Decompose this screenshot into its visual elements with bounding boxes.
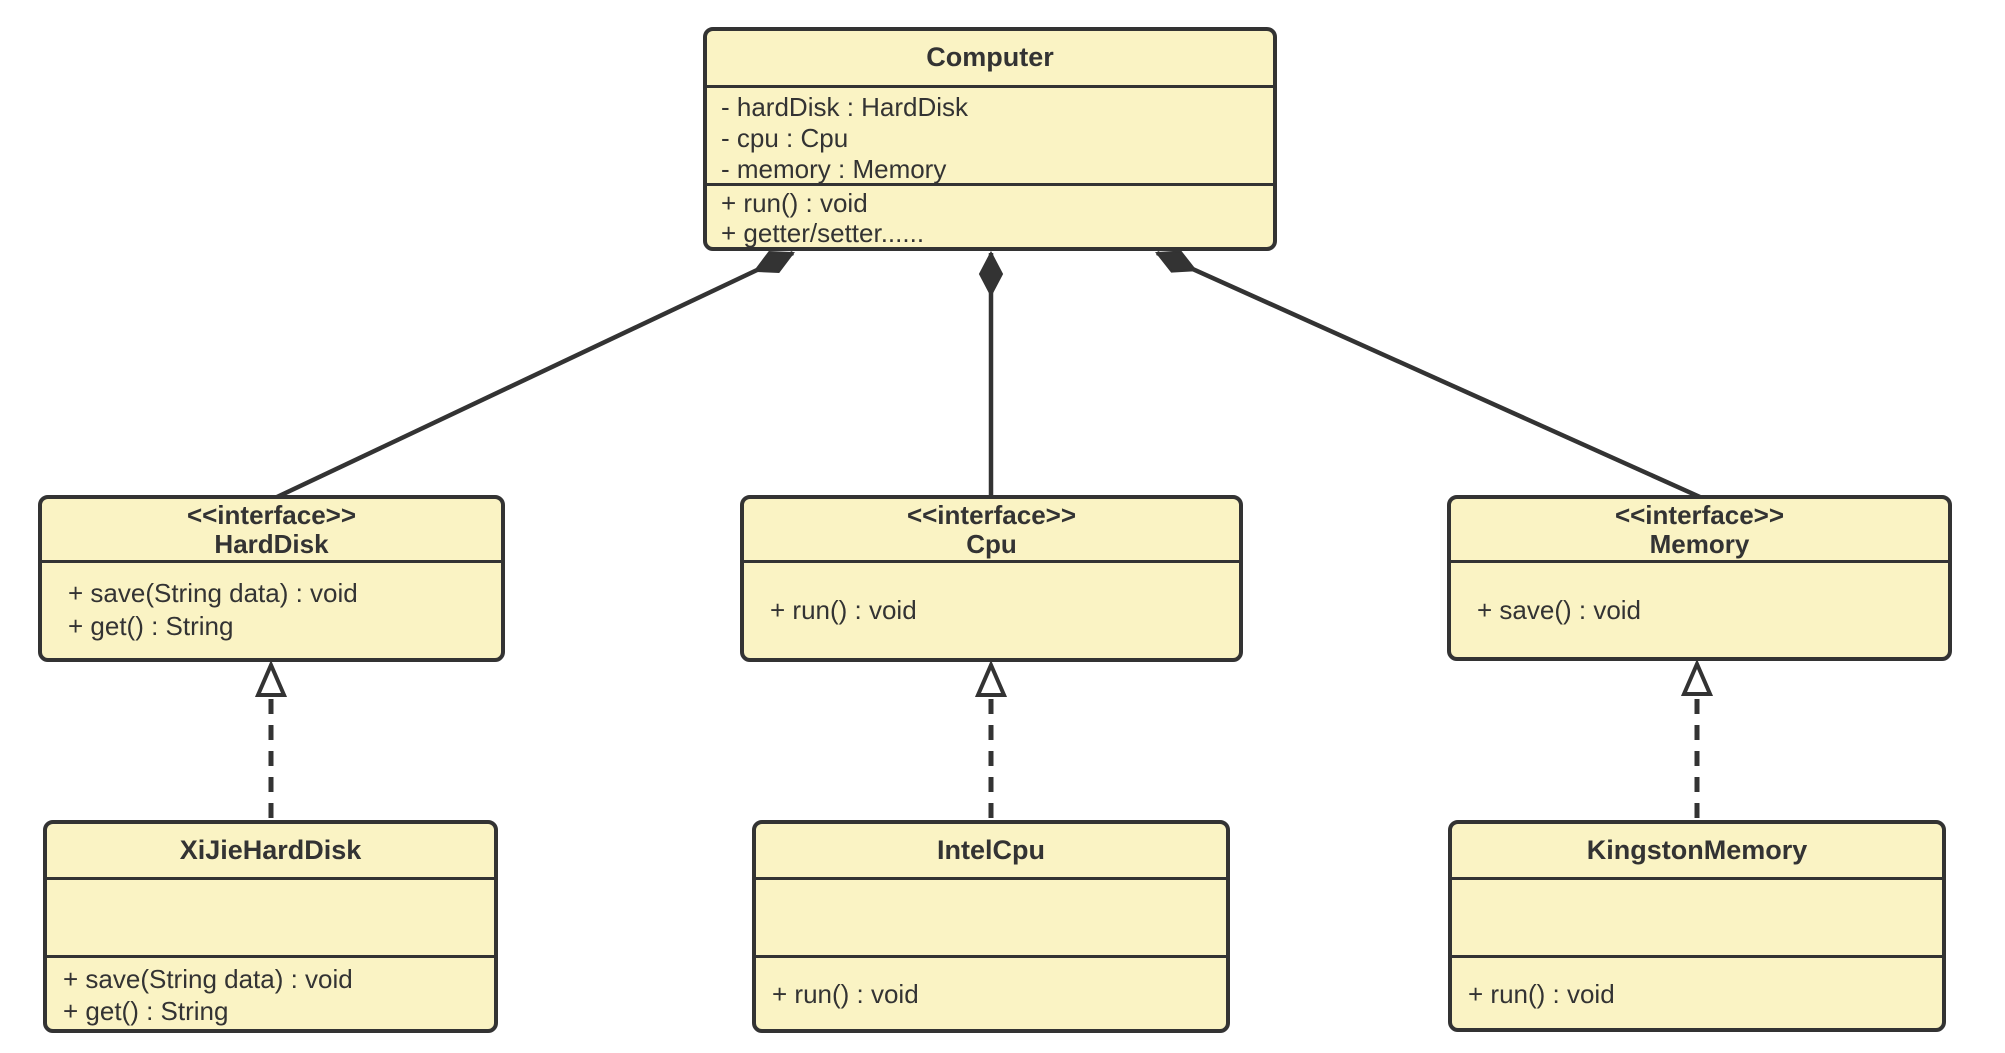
- stereotype-label: <<interface>>: [906, 500, 1077, 530]
- method-line: + save(String data) : void: [68, 578, 358, 608]
- class-name-computer: Computer: [707, 31, 1273, 88]
- method-line: + getter/setter......: [721, 218, 925, 248]
- interface-title-harddisk: <<interface>> HardDisk: [42, 499, 501, 563]
- fields-section-xijieharddisk: [47, 880, 494, 958]
- interface-box-memory: <<interface>> Memory + save() : void: [1447, 495, 1952, 661]
- interface-title-memory: <<interface>> Memory: [1451, 499, 1948, 563]
- method-line: + get() : String: [63, 996, 229, 1026]
- field-line: - memory : Memory: [721, 154, 947, 184]
- class-box-kingstonmemory: KingstonMemory + run() : void: [1448, 820, 1946, 1032]
- class-name-xijieharddisk: XiJieHardDisk: [47, 824, 494, 880]
- method-line: + save(String data) : void: [63, 964, 353, 994]
- method-line: + get() : String: [68, 611, 234, 641]
- method-line: + run() : void: [721, 188, 868, 218]
- methods-section-intelcpu: + run() : void: [756, 958, 1226, 1010]
- methods-section-computer: + run() : void + getter/setter......: [707, 186, 1273, 247]
- methods-section-cpu: + run() : void: [744, 563, 1239, 627]
- methods-section-xijieharddisk: + save(String data) : void + get() : Str…: [47, 958, 494, 1027]
- class-name-intelcpu: IntelCpu: [756, 824, 1226, 880]
- method-line: + run() : void: [770, 595, 917, 625]
- interface-name-memory: Memory: [1649, 529, 1750, 559]
- methods-section-kingstonmemory: + run() : void: [1452, 958, 1942, 1010]
- class-box-intelcpu: IntelCpu + run() : void: [752, 820, 1230, 1033]
- interface-name-cpu: Cpu: [966, 529, 1017, 559]
- methods-section-memory: + save() : void: [1451, 563, 1948, 627]
- stereotype-label: <<interface>>: [186, 500, 357, 530]
- class-name-kingstonmemory: KingstonMemory: [1452, 824, 1942, 880]
- field-line: - cpu : Cpu: [721, 123, 849, 153]
- interface-name-harddisk: HardDisk: [214, 529, 329, 559]
- method-line: + save() : void: [1477, 595, 1642, 625]
- composition-edge-memory-computer: [1155, 250, 1701, 500]
- fields-section-intelcpu: [756, 880, 1226, 958]
- composition-edge-harddisk-computer: [276, 250, 795, 500]
- stereotype-label: <<interface>>: [1614, 500, 1785, 530]
- method-line: + run() : void: [772, 979, 919, 1009]
- interface-title-cpu: <<interface>> Cpu: [744, 499, 1239, 563]
- fields-section-kingstonmemory: [1452, 880, 1942, 958]
- class-box-computer: Computer - hardDisk : HardDisk - cpu : C…: [703, 27, 1277, 251]
- field-line: - hardDisk : HardDisk: [721, 92, 969, 122]
- methods-section-harddisk: + save(String data) : void + get() : Str…: [42, 563, 501, 643]
- class-box-xijieharddisk: XiJieHardDisk + save(String data) : void…: [43, 820, 498, 1033]
- method-line: + run() : void: [1468, 979, 1615, 1009]
- interface-box-harddisk: <<interface>> HardDisk + save(String dat…: [38, 495, 505, 662]
- fields-section-computer: - hardDisk : HardDisk - cpu : Cpu - memo…: [707, 88, 1273, 186]
- interface-box-cpu: <<interface>> Cpu + run() : void: [740, 495, 1243, 662]
